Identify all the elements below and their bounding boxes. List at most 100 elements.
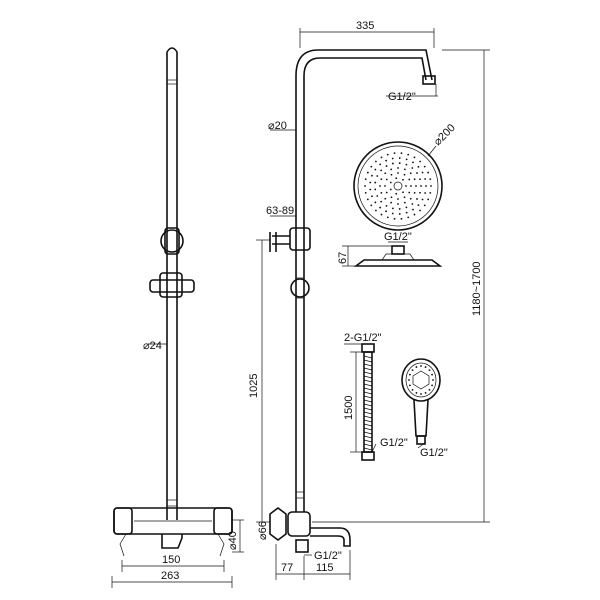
nozzle-dot <box>386 216 389 219</box>
nozzle-dot <box>364 191 367 194</box>
nozzle-dot <box>385 210 387 213</box>
hose-ring <box>363 379 373 383</box>
shower-head-top-view: ⌀200 <box>353 122 458 231</box>
nozzle-dot <box>420 185 422 187</box>
nozzle-dot <box>424 178 427 180</box>
spout-projection-label: 115 <box>316 562 334 574</box>
nozzle-dot <box>408 178 411 181</box>
nozzle-dot <box>409 172 412 175</box>
handshower-nozzle-dot <box>411 369 414 372</box>
nozzle-dot <box>380 191 383 194</box>
front-slider <box>149 272 195 298</box>
nozzle-dot <box>419 178 421 181</box>
nozzle-dot <box>389 188 392 191</box>
hose-ring <box>363 391 373 395</box>
nozzle-dot <box>385 165 388 167</box>
hose-length-label: 1500 <box>343 396 355 420</box>
front-riser-diameter-label: ⌀24 <box>143 340 162 352</box>
nozzle-dot <box>412 208 414 211</box>
hose-ring <box>363 431 373 435</box>
nozzle-dot <box>403 201 406 204</box>
nozzle-dot <box>405 163 408 166</box>
hose-ring <box>363 411 373 415</box>
nozzle-dot <box>416 198 418 200</box>
nozzle-dot <box>375 160 377 163</box>
nozzle-dot <box>384 172 387 175</box>
nozzle-dot <box>369 188 372 191</box>
handshower-nozzle-dot <box>424 392 427 394</box>
hose-ring <box>363 427 373 431</box>
nozzle-dot <box>385 205 388 207</box>
nozzle-dot <box>403 168 406 171</box>
nozzle-dot <box>400 217 403 220</box>
head-diameter-label: ⌀200 <box>432 122 458 148</box>
head-inlet-thread-label: G1/2" <box>384 231 412 243</box>
handshower-nozzle-dot <box>428 369 431 372</box>
hose-ring <box>363 383 373 387</box>
nozzle-dot <box>400 152 403 155</box>
side-wall-bracket <box>269 227 311 252</box>
shower-head-side-view: G1/2" 67 <box>337 231 443 267</box>
hose-ring <box>363 371 373 375</box>
nozzle-dot <box>424 192 427 194</box>
front-view: ⌀24 ⌀40 150 263 <box>111 47 244 588</box>
nozzle-dot <box>419 191 421 194</box>
nozzle-dot <box>421 198 424 201</box>
nozzle-dot <box>380 178 383 181</box>
hose-ring <box>363 359 373 363</box>
nozzle-dot <box>386 153 389 156</box>
handshower-nozzle-dot <box>409 384 411 387</box>
nozzle-dot <box>413 213 416 216</box>
nozzle-dot <box>397 167 399 169</box>
nozzle-dot <box>425 185 427 187</box>
hose-connection-label: 2-G1/2" <box>344 332 382 344</box>
nozzle-dot <box>405 206 408 209</box>
nozzle-dot <box>366 198 369 201</box>
nozzle-dot <box>402 178 404 181</box>
hose-thread-label: G1/2" <box>380 437 408 449</box>
head-height-label: 67 <box>337 252 349 264</box>
hose-ring <box>363 443 373 447</box>
nozzle-dot <box>417 204 420 207</box>
handshower-nozzle-dot <box>420 393 422 395</box>
nozzle-dot <box>407 153 410 156</box>
hose-ring <box>363 423 373 427</box>
hose-ring <box>363 355 373 359</box>
arm-length-label: 335 <box>356 20 374 32</box>
nozzle-dot <box>409 197 412 200</box>
nozzle-dot <box>390 168 393 171</box>
hose-ring <box>363 419 373 423</box>
nozzle-dot <box>413 191 416 194</box>
hose-ring <box>363 363 373 367</box>
nozzle-dot <box>423 165 426 168</box>
nozzle-dot <box>369 181 372 184</box>
nozzle-dot <box>366 171 369 174</box>
nozzle-dot <box>370 204 373 207</box>
nozzle-dot <box>390 201 393 204</box>
handshower: G1/2" <box>401 358 448 459</box>
handshower-thread-label: G1/2" <box>420 447 448 459</box>
nozzle-dot <box>379 163 382 166</box>
wall-offset-label: 77 <box>281 562 293 574</box>
nozzle-dot <box>380 169 383 172</box>
side-riser-and-arm <box>295 49 433 512</box>
front-wall-bracket <box>160 229 184 253</box>
valve-height-label: ⌀40 <box>227 531 239 550</box>
side-valve-and-spout <box>269 507 351 553</box>
nozzle-dot <box>374 181 377 184</box>
side-view: 335 G1/2" ⌀20 63-89 1025 ⌀66 77 115 G1/2… <box>248 20 438 580</box>
nozzle-dot <box>415 185 417 187</box>
hose-ring <box>363 415 373 419</box>
nozzle-dot <box>391 207 394 210</box>
nozzle-dot <box>421 171 424 174</box>
inlet-centres-label: 150 <box>162 554 180 566</box>
hose-ring <box>363 367 373 371</box>
nozzle-dot <box>398 208 401 210</box>
nozzle-dot <box>405 185 407 187</box>
nozzle-dot <box>398 162 401 164</box>
nozzle-dot <box>384 197 387 200</box>
riser-diameter-label: ⌀20 <box>268 120 287 132</box>
nozzle-dot <box>370 165 373 168</box>
side-slider <box>290 278 310 298</box>
